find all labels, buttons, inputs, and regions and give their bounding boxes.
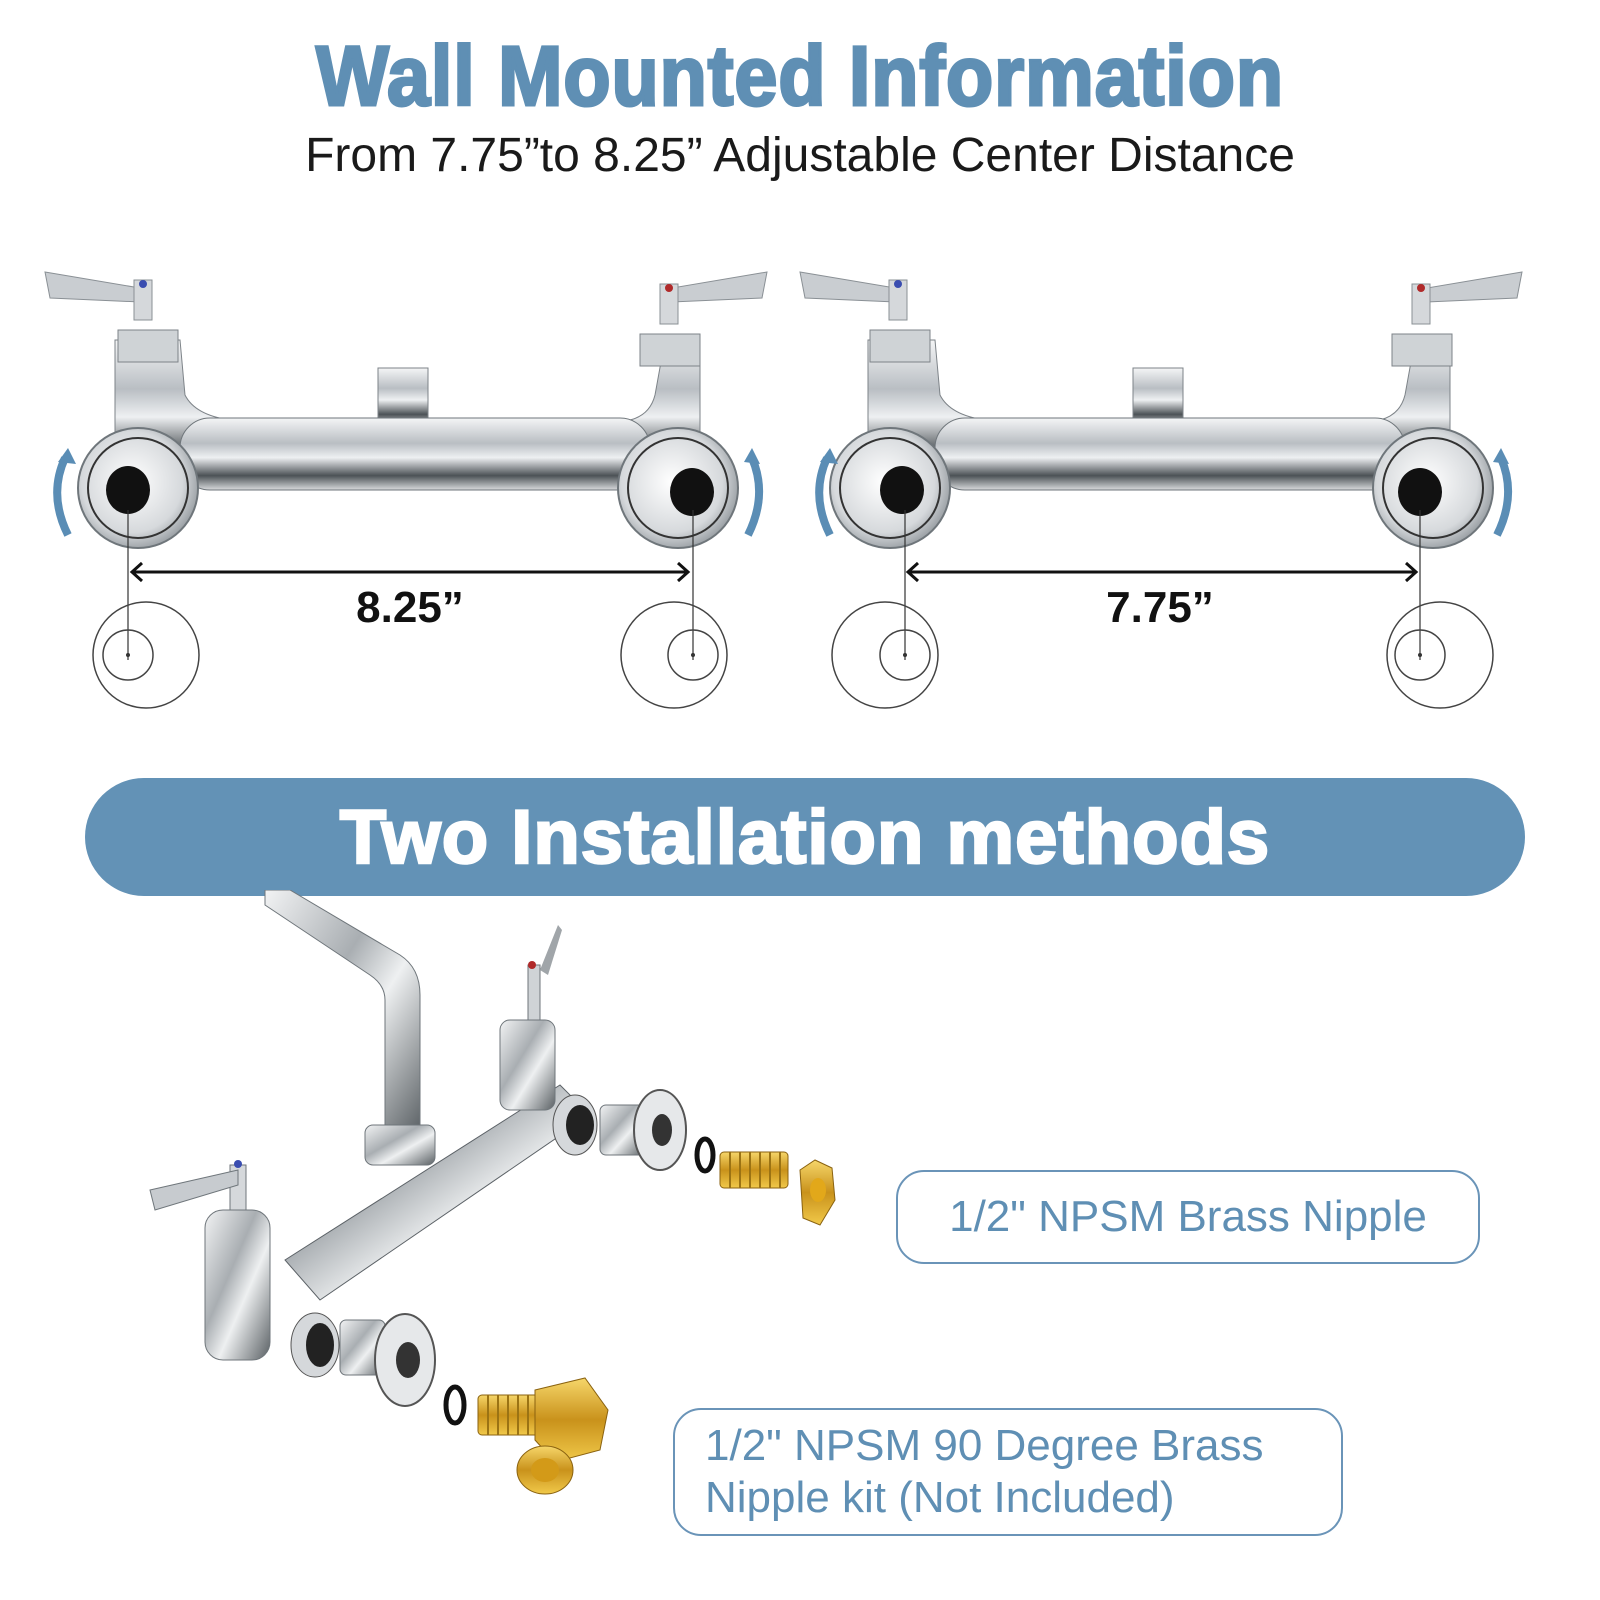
faucet-assembly-icon — [149, 890, 836, 1495]
rotate-arrow-icon — [1493, 456, 1513, 537]
dimension-label-wide: 8.25” — [356, 583, 464, 632]
faucet-diagram-narrow — [799, 271, 1523, 709]
banner-text: Two Installation methods — [339, 793, 1271, 881]
callout-90-degree-line1: 1/2" NPSM 90 Degree Brass — [705, 1421, 1264, 1470]
faucet-dimension-diagrams — [44, 271, 1523, 709]
brass-nipple-icon — [719, 1151, 836, 1226]
page-subtitle: From 7.75”to 8.25” Adjustable Center Dis… — [305, 129, 1295, 182]
callout-90-degree-line2: Nipple kit (Not Included) — [705, 1473, 1175, 1522]
rotate-arrow-icon — [815, 456, 834, 537]
callout-90-degree-kit: 1/2" NPSM 90 Degree Brass Nipple kit (No… — [673, 1408, 1343, 1536]
callout-brass-nipple-text: 1/2" NPSM Brass Nipple — [949, 1192, 1427, 1241]
brass-elbow-icon — [477, 1377, 609, 1495]
exploded-installation-view — [149, 890, 836, 1495]
faucet-body-icon — [44, 271, 768, 549]
wall-hole-icon — [1386, 601, 1494, 709]
dimension-label-narrow: 7.75” — [1106, 583, 1214, 632]
faucet-body-icon — [799, 271, 1523, 549]
rotate-arrow-icon — [53, 456, 72, 537]
section-banner: Two Installation methods — [85, 778, 1525, 896]
callout-brass-nipple: 1/2" NPSM Brass Nipple — [896, 1170, 1480, 1264]
faucet-diagram-wide — [44, 271, 768, 709]
wall-hole-icon — [92, 601, 200, 709]
rotate-arrow-icon — [744, 456, 764, 537]
page-title: Wall Mounted Information — [315, 28, 1285, 125]
wall-hole-icon — [620, 601, 728, 709]
wall-hole-icon — [831, 601, 939, 709]
